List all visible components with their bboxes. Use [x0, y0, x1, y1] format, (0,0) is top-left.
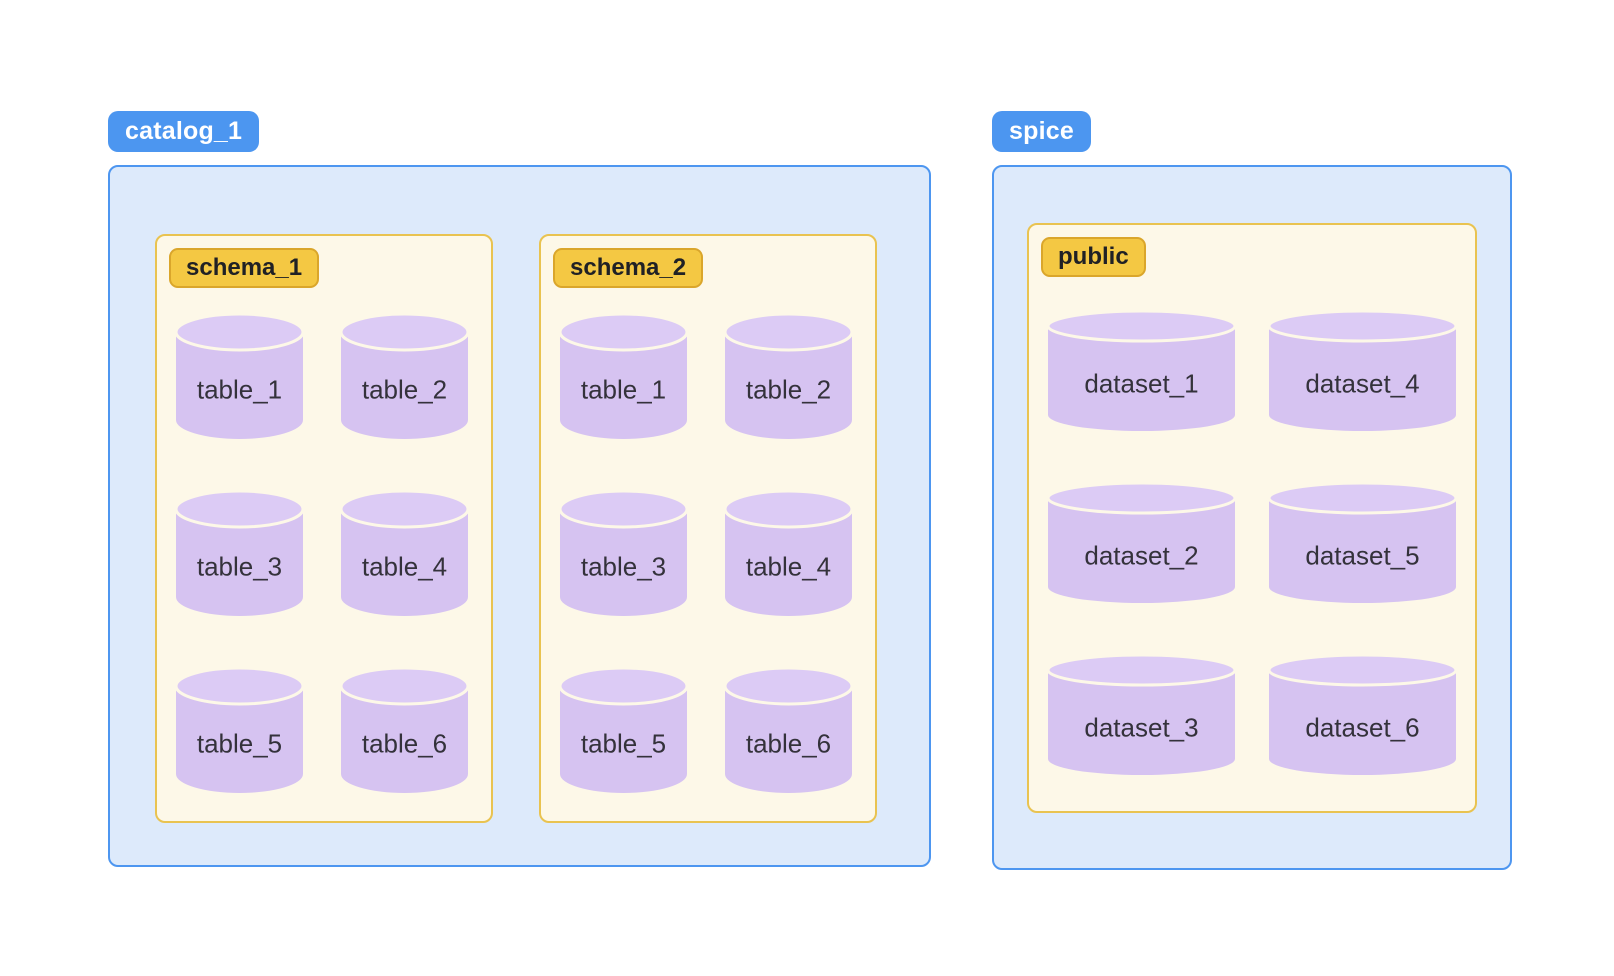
- dataset-label: dataset_6: [1305, 712, 1420, 743]
- table-label: table_5: [196, 728, 283, 759]
- dataset-cylinder-dataset_3: dataset_3: [1047, 654, 1236, 776]
- database-cylinder-icon: [724, 313, 853, 439]
- database-cylinder-icon: [1268, 654, 1457, 775]
- dataset-cylinder-dataset_5: dataset_5: [1268, 482, 1457, 604]
- dataset-cylinder-dataset_2: dataset_2: [1047, 482, 1236, 604]
- table-label: table_5: [580, 728, 667, 759]
- database-cylinder-icon: [175, 313, 304, 439]
- table-label: table_4: [745, 551, 832, 582]
- table-label: table_3: [196, 551, 283, 582]
- database-cylinder-icon: [559, 490, 688, 616]
- container-badge-spice: spice: [992, 111, 1091, 152]
- table-label: table_6: [745, 728, 832, 759]
- table-label: table_3: [580, 551, 667, 582]
- table-label: table_2: [745, 374, 832, 405]
- table-cylinder-table_3: table_3: [175, 490, 304, 617]
- database-cylinder-icon: [175, 667, 304, 793]
- dataset-label: dataset_2: [1084, 540, 1199, 571]
- container-badge-catalog_1: catalog_1: [108, 111, 260, 152]
- table-label: table_1: [196, 374, 283, 405]
- dataset-label: dataset_5: [1305, 540, 1420, 571]
- database-cylinder-icon: [559, 667, 688, 793]
- table-grid-schema_1: table_1 table_2 table_3 table_4 table_5 table…: [175, 313, 469, 794]
- group-badge-schema_2: schema_2: [553, 248, 704, 288]
- dataset-label: dataset_3: [1084, 712, 1199, 743]
- table-cylinder-table_6: table_6: [340, 667, 469, 794]
- dataset-label: dataset_4: [1305, 368, 1420, 399]
- table-label: table_6: [361, 728, 448, 759]
- table-cylinder-table_5: table_5: [559, 667, 688, 794]
- dataset-cylinder-dataset_6: dataset_6: [1268, 654, 1457, 776]
- table-cylinder-table_5: table_5: [175, 667, 304, 794]
- table-cylinder-table_3: table_3: [559, 490, 688, 617]
- dataset-cylinder-dataset_1: dataset_1: [1047, 310, 1236, 432]
- table-cylinder-table_4: table_4: [724, 490, 853, 617]
- database-cylinder-icon: [1047, 482, 1236, 603]
- database-cylinder-icon: [1047, 310, 1236, 431]
- database-cylinder-icon: [724, 490, 853, 616]
- database-cylinder-icon: [1047, 654, 1236, 775]
- table-cylinder-table_1: table_1: [559, 313, 688, 440]
- dataset-label: dataset_1: [1084, 368, 1199, 399]
- dataset-cylinder-dataset_4: dataset_4: [1268, 310, 1457, 432]
- group-badge-public: public: [1041, 237, 1146, 277]
- table-cylinder-table_1: table_1: [175, 313, 304, 440]
- database-cylinder-icon: [340, 490, 469, 616]
- table-cylinder-table_4: table_4: [340, 490, 469, 617]
- table-label: table_1: [580, 374, 667, 405]
- table-cylinder-table_2: table_2: [724, 313, 853, 440]
- table-cylinder-table_6: table_6: [724, 667, 853, 794]
- database-cylinder-icon: [559, 313, 688, 439]
- database-cylinder-icon: [340, 313, 469, 439]
- table-cylinder-table_2: table_2: [340, 313, 469, 440]
- database-cylinder-icon: [724, 667, 853, 793]
- database-cylinder-icon: [340, 667, 469, 793]
- database-cylinder-icon: [1268, 310, 1457, 431]
- table-label: table_4: [361, 551, 448, 582]
- table-label: table_2: [361, 374, 448, 405]
- table-grid-schema_2: table_1 table_2 table_3 table_4 table_5 table…: [559, 313, 853, 794]
- group-badge-schema_1: schema_1: [169, 248, 320, 288]
- database-cylinder-icon: [175, 490, 304, 616]
- database-cylinder-icon: [1268, 482, 1457, 603]
